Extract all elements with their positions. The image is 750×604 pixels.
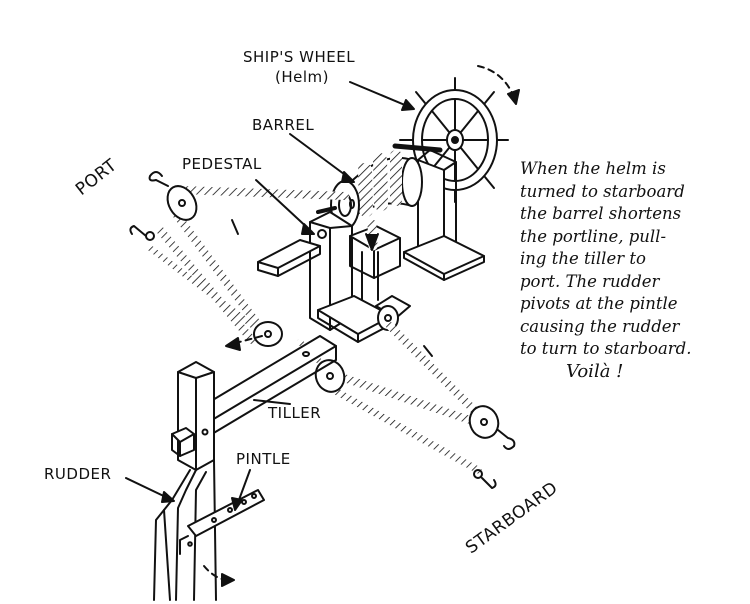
caption-line: Voilà ! bbox=[566, 360, 624, 382]
caption-line: turned to starboard bbox=[520, 181, 685, 201]
rudder bbox=[153, 459, 235, 601]
explanation-caption: When the helm is turned to starboard the… bbox=[520, 158, 746, 383]
caption-line: When the helm is bbox=[520, 159, 666, 178]
starboard-block bbox=[314, 359, 516, 489]
caption-line: pivots at the pintle bbox=[520, 294, 678, 313]
helm-label: (Helm) bbox=[275, 68, 329, 86]
caption-line: to turn to starboard. bbox=[520, 339, 692, 358]
rope-system bbox=[147, 186, 486, 474]
pedestal-label: PEDESTAL bbox=[182, 155, 262, 173]
rudder-post bbox=[171, 361, 215, 471]
pedestal-back bbox=[403, 149, 485, 281]
caption-line: the portline, pull- bbox=[520, 226, 667, 246]
caption-line: ing the tiller to bbox=[520, 249, 646, 268]
caption-line: causing the rudder bbox=[520, 316, 680, 336]
pintle bbox=[179, 489, 265, 555]
tiller-label: TILLER bbox=[268, 404, 322, 422]
ships-wheel-label: SHIP'S WHEEL bbox=[243, 48, 356, 66]
port-block bbox=[129, 171, 283, 347]
rudder-label: RUDDER bbox=[44, 465, 112, 483]
barrel-label: BARREL bbox=[252, 116, 315, 134]
caption-line: port. The rudder bbox=[520, 271, 660, 291]
leader-lines bbox=[125, 81, 415, 511]
pintle-label: PINTLE bbox=[236, 450, 291, 468]
pedestal-front bbox=[257, 211, 411, 343]
caption-line: the barrel shortens bbox=[520, 204, 682, 223]
